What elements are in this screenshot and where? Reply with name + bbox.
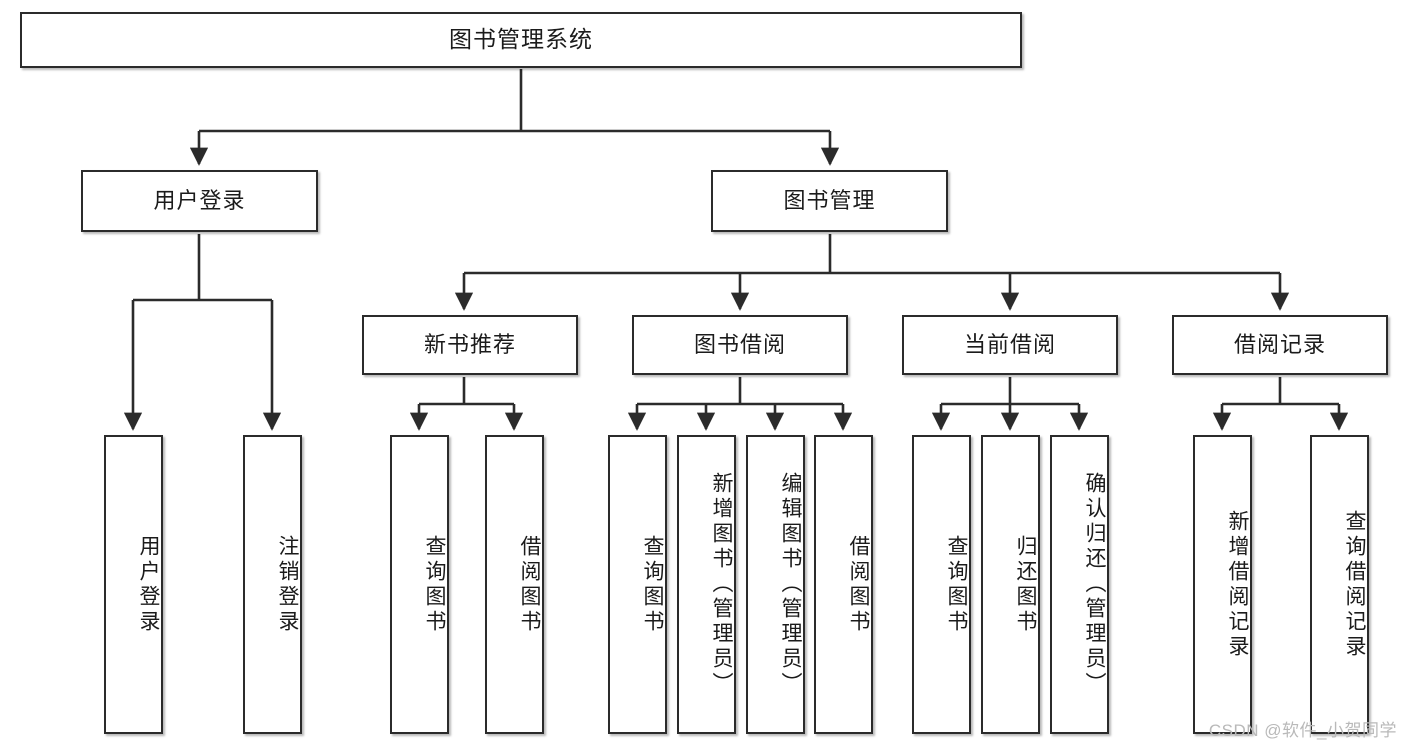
node-root-label: 图书管理系统 (449, 26, 593, 53)
node-leaf-borrow-book-2[interactable]: 借阅图书 (814, 435, 873, 734)
node-leaf-borrow-book-1[interactable]: 借阅图书 (485, 435, 544, 734)
node-new-book-recommend-label: 新书推荐 (423, 331, 516, 357)
node-leaf-borrow-book-2-label: 借阅图书 (847, 534, 870, 635)
node-leaf-edit-book[interactable]: 编辑图书（管理员） (746, 435, 805, 734)
node-leaf-borrow-book-1-label: 借阅图书 (518, 534, 541, 635)
node-leaf-query-book-2-label: 查询图书 (641, 534, 664, 635)
node-book-manage-label: 图书管理 (783, 187, 876, 213)
node-user-login-label: 用户登录 (153, 187, 246, 213)
node-leaf-edit-book-label: 编辑图书（管理员） (779, 472, 802, 697)
node-book-borrow-label: 图书借阅 (693, 331, 786, 357)
node-leaf-query-book-1[interactable]: 查询图书 (390, 435, 449, 734)
node-borrow-record[interactable]: 借阅记录 (1172, 315, 1388, 375)
node-borrow-record-label: 借阅记录 (1233, 331, 1326, 357)
node-leaf-add-record[interactable]: 新增借阅记录 (1193, 435, 1252, 734)
node-book-manage[interactable]: 图书管理 (711, 170, 948, 232)
node-leaf-confirm-return[interactable]: 确认归还（管理员） (1050, 435, 1109, 734)
node-leaf-add-book[interactable]: 新增图书（管理员） (677, 435, 736, 734)
node-leaf-query-book-1-label: 查询图书 (423, 534, 446, 635)
node-leaf-logout[interactable]: 注销登录 (243, 435, 302, 734)
node-leaf-add-record-label: 新增借阅记录 (1226, 509, 1249, 660)
node-leaf-return-book-label: 归还图书 (1014, 534, 1037, 635)
node-leaf-query-book-3-label: 查询图书 (945, 534, 968, 635)
node-root[interactable]: 图书管理系统 (20, 12, 1022, 68)
node-user-login[interactable]: 用户登录 (81, 170, 318, 232)
node-current-borrow[interactable]: 当前借阅 (902, 315, 1118, 375)
node-leaf-query-book-3[interactable]: 查询图书 (912, 435, 971, 734)
node-leaf-query-record-label: 查询借阅记录 (1343, 509, 1366, 660)
node-new-book-recommend[interactable]: 新书推荐 (362, 315, 578, 375)
node-leaf-query-book-2[interactable]: 查询图书 (608, 435, 667, 734)
node-leaf-user-login-label: 用户登录 (137, 534, 160, 635)
node-leaf-return-book[interactable]: 归还图书 (981, 435, 1040, 734)
node-leaf-add-book-label: 新增图书（管理员） (710, 472, 733, 697)
node-leaf-logout-label: 注销登录 (276, 534, 299, 635)
node-leaf-confirm-return-label: 确认归还（管理员） (1083, 472, 1106, 697)
node-current-borrow-label: 当前借阅 (963, 331, 1056, 357)
csdn-watermark: CSDN @软件_小贺同学 (1208, 721, 1397, 740)
node-leaf-user-login[interactable]: 用户登录 (104, 435, 163, 734)
node-leaf-query-record[interactable]: 查询借阅记录 (1310, 435, 1369, 734)
node-book-borrow[interactable]: 图书借阅 (632, 315, 848, 375)
